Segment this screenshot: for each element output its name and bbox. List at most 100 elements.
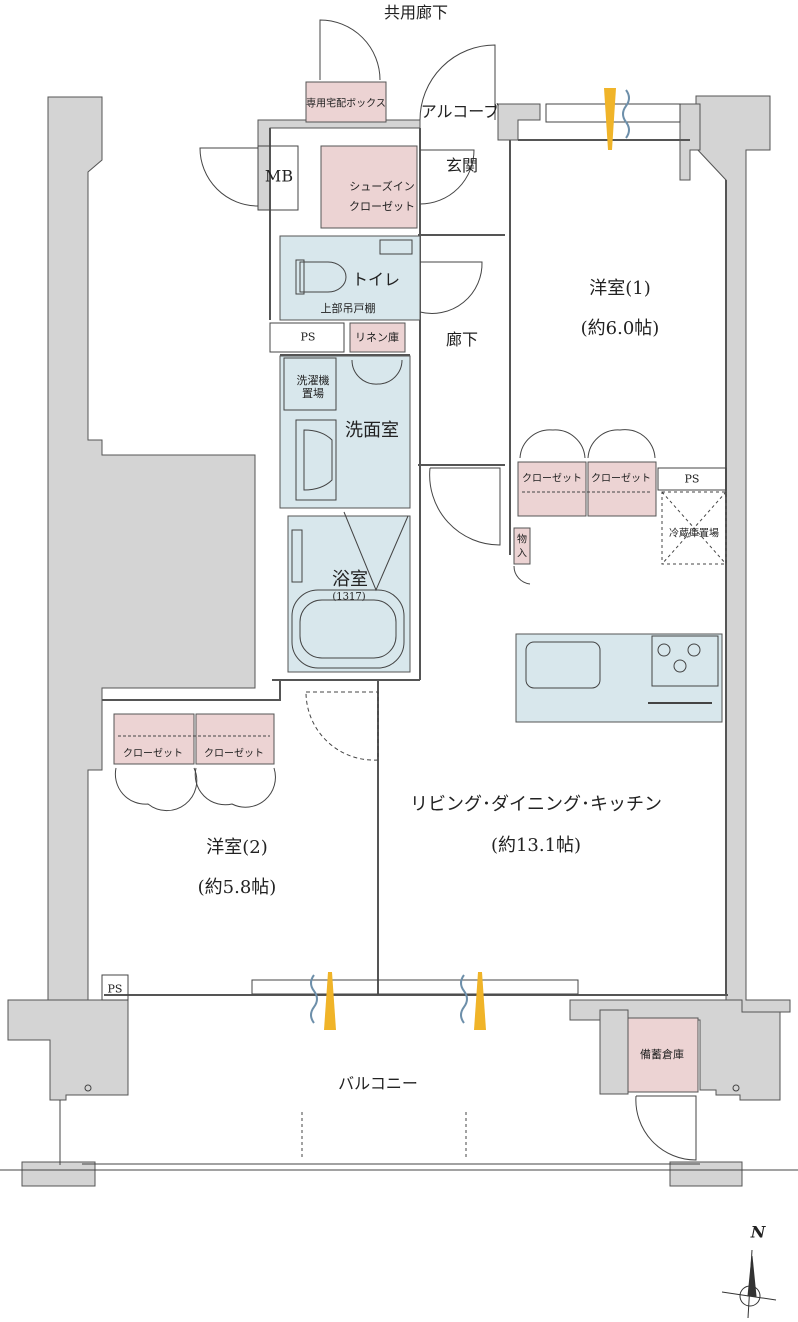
washer-label-1: 洗濯機 — [296, 374, 330, 387]
ps-box-room2 — [101, 974, 129, 1001]
fridge-label: 冷蔵庫置場 — [669, 528, 719, 540]
washer-label-2: 置場 — [302, 387, 324, 400]
se-column — [569, 999, 781, 1101]
closet-label: クローゼット — [591, 473, 651, 485]
mb-label: MB — [264, 166, 294, 186]
ldk-size-label: (約13.1帖) — [490, 835, 582, 856]
shoe-door-swing — [419, 149, 475, 205]
hallway-label: 廊下 — [445, 330, 479, 349]
ldk-label: リビング･ダイニング･キッチン — [410, 794, 662, 815]
airflow-mark — [622, 89, 630, 139]
closet-door-swing — [587, 429, 656, 459]
room1-size-label: (約6.0帖) — [580, 318, 660, 339]
ps-label-ldk: PS — [684, 472, 700, 486]
room1-closet-left — [517, 461, 587, 517]
linen-label: リネン庫 — [355, 331, 399, 344]
bath-shelf — [291, 529, 303, 583]
east-wall — [695, 95, 791, 1013]
bathroom-label: 浴室 — [332, 569, 368, 590]
upper-cabinet-label: 上部吊戸棚 — [320, 302, 376, 315]
toilet-bowl — [299, 261, 347, 293]
partition-line — [102, 680, 281, 701]
airflow-mark — [604, 88, 616, 150]
toilet-area — [279, 235, 421, 321]
toilet-door-swing — [419, 261, 483, 314]
toilet-tank — [295, 259, 305, 295]
linen-closet — [349, 322, 406, 353]
kitchen-sink — [525, 641, 601, 689]
closet-label: クローゼット — [522, 473, 582, 485]
alcove-label: アルコーブ — [420, 102, 500, 121]
room1-ne-wall — [679, 103, 701, 181]
shoe-closet-label-2: クローゼット — [349, 200, 415, 213]
fridge-diag — [661, 491, 727, 565]
fridge-space — [661, 491, 727, 565]
room2-closet-right — [195, 713, 275, 765]
ps-label: PS — [300, 330, 316, 344]
airflow-mark — [460, 974, 468, 1024]
entrance-door-swing — [419, 44, 496, 121]
drain-mark — [84, 1084, 92, 1092]
airflow-mark — [310, 974, 318, 1024]
compass-icon — [721, 1249, 777, 1319]
linen-door-swing — [351, 359, 403, 385]
closet-door-swing — [194, 767, 276, 808]
shoe-closet-label-1: シューズイン — [349, 180, 415, 193]
room1-label: 洋室(1) — [589, 278, 651, 299]
room1-closet-right — [587, 461, 657, 517]
closet-door-swing — [519, 429, 586, 459]
storehouse-door-swing — [635, 1095, 697, 1161]
storehouse — [627, 1017, 699, 1093]
ldk-door-swing — [305, 691, 379, 761]
balcony-post-right — [669, 1161, 743, 1187]
airflow-mark — [474, 972, 486, 1030]
closet-label: クローゼット — [123, 748, 183, 760]
storage-closet — [513, 527, 531, 565]
mb-door-swing — [199, 147, 259, 207]
shoe-closet — [320, 145, 418, 229]
burner — [673, 659, 687, 673]
storage-label-1: 物 — [517, 534, 527, 546]
room2-label: 洋室(2) — [206, 837, 268, 858]
common-corridor-label: 共用廊下 — [383, 3, 449, 22]
cooktop — [651, 635, 719, 687]
bath-door-swing — [343, 511, 409, 592]
ps-box — [269, 322, 345, 353]
airflow-mark — [324, 972, 336, 1030]
sw-column — [7, 999, 129, 1101]
alcove-wall — [497, 103, 541, 141]
room2-size-label: (約5.8帖) — [197, 877, 277, 898]
storage-door-swing — [513, 565, 531, 585]
delivery-box — [305, 81, 387, 123]
closet-door-swing — [114, 767, 198, 812]
balcony-post-left — [21, 1161, 96, 1187]
delivery-box-label: 専用宅配ボックス — [306, 98, 386, 110]
kitchen-counter — [515, 633, 723, 723]
bathtub-inner — [299, 599, 397, 659]
toilet-label: トイレ — [351, 270, 401, 289]
entrance-label: 玄関 — [445, 156, 479, 175]
storage-label-2: 入 — [517, 548, 527, 560]
bathroom-area — [287, 515, 411, 673]
storehouse-label: 備蓄倉庫 — [640, 1048, 684, 1061]
balcony-label: バルコニー — [338, 1074, 418, 1093]
mb-box — [257, 145, 299, 211]
bath-size-label: (1317) — [332, 591, 366, 603]
burner — [687, 643, 701, 657]
washroom-label: 洗面室 — [345, 420, 399, 441]
room1-door-swing — [429, 467, 501, 546]
bathtub — [291, 589, 405, 669]
drain-mark — [732, 1084, 740, 1092]
room2-closet-left — [113, 713, 195, 765]
toilet-sink — [379, 239, 413, 255]
washer-space — [283, 357, 337, 411]
burner — [657, 643, 671, 657]
door-swing — [319, 19, 381, 81]
wash-basin — [295, 419, 337, 501]
north-label: N — [750, 1222, 766, 1242]
ps-label-room2: PS — [107, 982, 123, 996]
closet-label: クローゼット — [204, 748, 264, 760]
ps-box-ldk — [657, 467, 727, 491]
south-sash — [251, 979, 579, 995]
